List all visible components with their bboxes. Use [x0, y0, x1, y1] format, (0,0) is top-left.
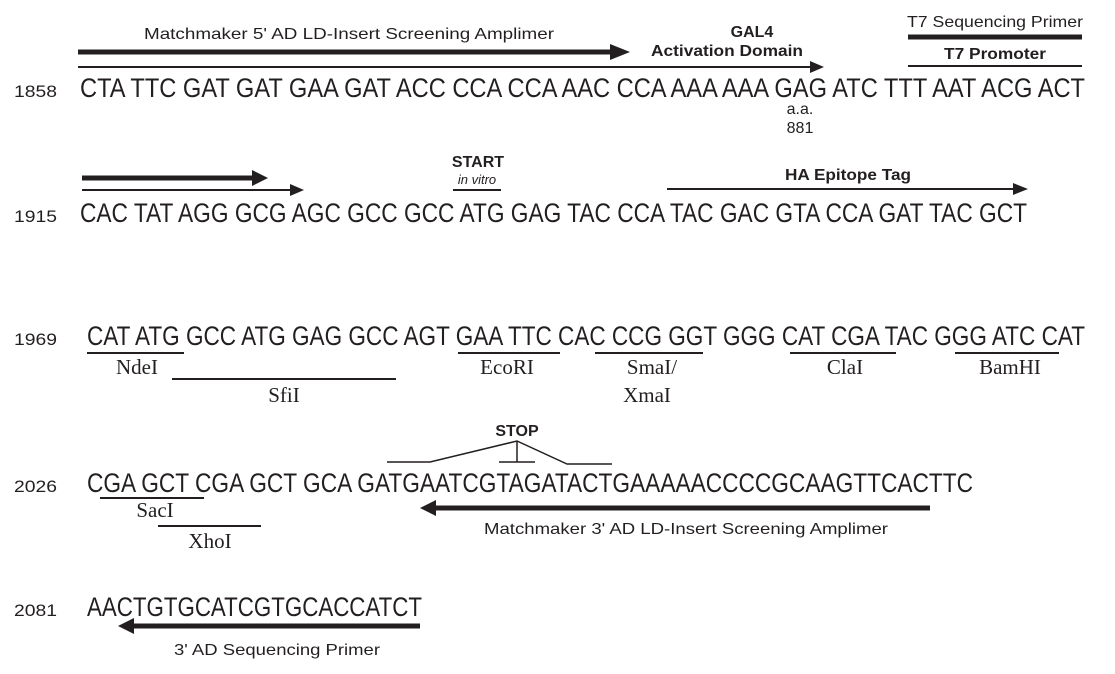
ha-tag-arrow-head	[1013, 183, 1028, 195]
matchmaker-3-arrow-head	[420, 500, 436, 516]
ndei-label: NdeI	[116, 355, 158, 379]
bamhi-label: BamHI	[979, 355, 1041, 379]
xhoi-label: XhoI	[188, 529, 231, 553]
position-2026: 2026	[14, 477, 57, 496]
activation-domain-label: Activation Domain	[651, 43, 803, 60]
clai-label: ClaI	[827, 355, 863, 379]
sequence-row-4: CGA GCT CGA GCT GCA GATGAATCGTAGATACTGAA…	[87, 468, 973, 498]
ecori-label: EcoRI	[480, 355, 534, 379]
in-vitro-label: in vitro	[458, 172, 496, 187]
gal4-arrow-head	[810, 61, 824, 73]
position-1969: 1969	[14, 330, 57, 349]
position-1858: 1858	[14, 82, 57, 101]
gal4-label: GAL4	[731, 24, 774, 41]
ad-sequencing-primer-label: 3' AD Sequencing Primer	[174, 642, 381, 659]
t7-primer-arrow-head	[252, 170, 268, 186]
stop-codon-bracket	[387, 440, 612, 465]
sequence-row-5: AACTGTGCATCGTGCACCATCT	[87, 592, 422, 622]
start-label: START	[452, 154, 504, 171]
ha-epitope-tag-label: HA Epitope Tag	[785, 167, 911, 184]
sequence-row-1: CTA TTC GAT GAT GAA GAT ACC CCA CCA AAC …	[80, 73, 1085, 103]
t7-promoter-arrow-head	[290, 184, 304, 196]
t7-promoter-label: T7 Promoter	[944, 46, 1046, 63]
ad-sequencing-primer-arrow-head	[118, 618, 134, 634]
position-1915: 1915	[14, 207, 57, 226]
sequence-row-3: CAT ATG GCC ATG GAG GCC AGT GAA TTC CAC …	[87, 321, 1085, 351]
stop-label: STOP	[495, 423, 539, 440]
position-2081: 2081	[14, 601, 57, 620]
matchmaker-3-label: Matchmaker 3' AD LD-Insert Screening Amp…	[484, 521, 889, 538]
smai-label: SmaI/	[627, 355, 677, 379]
amino-acid-label: a.a.	[787, 101, 814, 118]
matchmaker-5-label: Matchmaker 5' AD LD-Insert Screening Amp…	[144, 26, 555, 43]
sequence-row-2: CAC TAT AGG GCG AGC GCC GCC ATG GAG TAC …	[80, 198, 1027, 228]
amino-acid-number: 881	[787, 120, 814, 137]
saci-label: SacI	[136, 498, 173, 522]
xmai-label: XmaI	[623, 383, 671, 407]
sfii-label: SfiI	[268, 383, 300, 407]
t7-sequencing-primer-label: T7 Sequencing Primer	[907, 14, 1084, 31]
matchmaker-5-arrow-head	[610, 44, 630, 60]
